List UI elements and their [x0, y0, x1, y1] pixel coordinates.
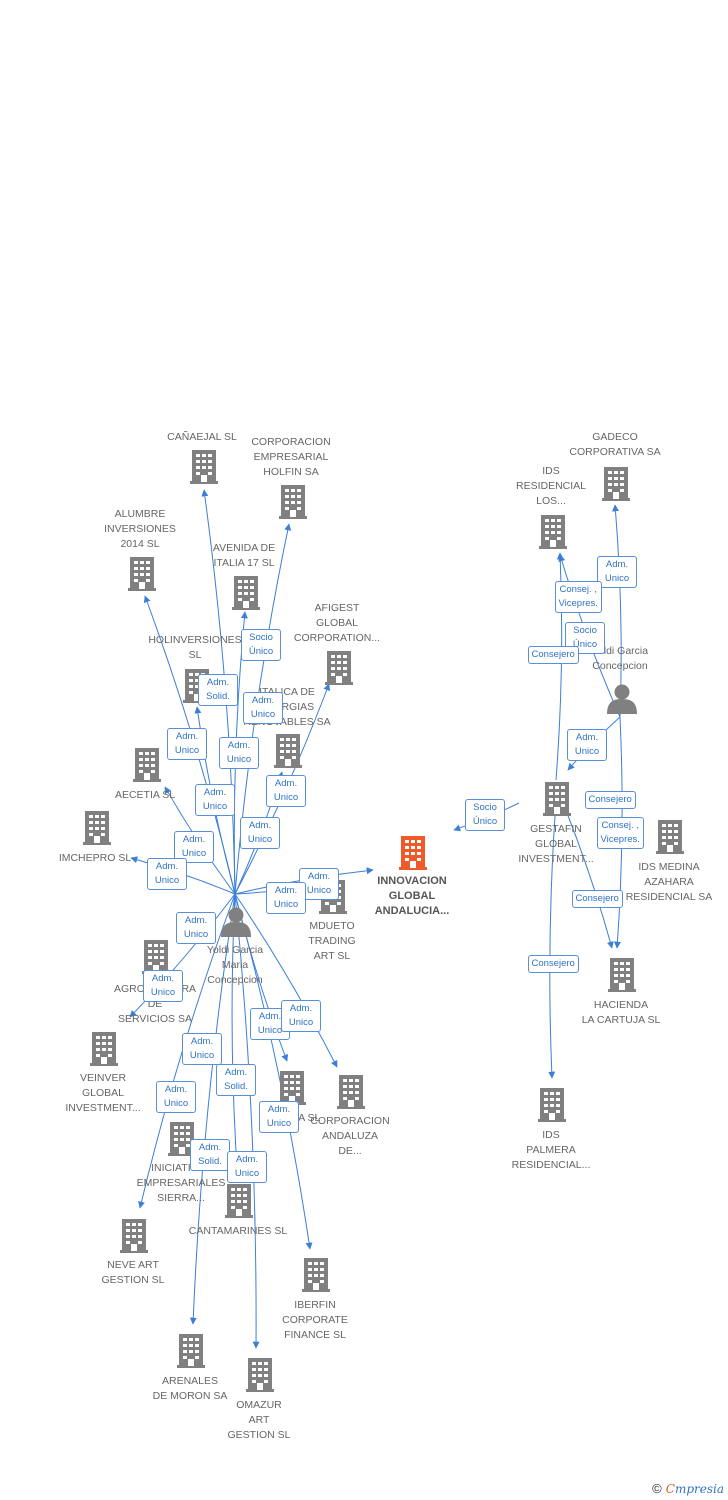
node-label-gadeco[interactable]: GADECO CORPORATIVA SA: [569, 431, 661, 458]
building-icon-gadeco[interactable]: [602, 467, 630, 501]
node-label-holinv[interactable]: HOLINVERSIONES SL: [148, 634, 242, 661]
role-badge-16: Adm. Unico: [182, 1033, 222, 1065]
role-badge-26: Consejero: [527, 646, 579, 664]
building-icon-italica[interactable]: [274, 734, 302, 768]
building-icon-hacienda[interactable]: [608, 958, 636, 992]
role-badge-11: Adm. Unico: [266, 882, 306, 914]
building-icon-arenales[interactable]: [177, 1334, 205, 1368]
copyright-symbol: ©: [652, 1481, 662, 1496]
node-label-alumbre[interactable]: ALUMBRE INVERSIONES 2014 SL: [104, 508, 176, 550]
building-icon-idspalmera[interactable]: [538, 1088, 566, 1122]
role-badge-28: Consejero: [584, 791, 636, 809]
node-label-mdueto[interactable]: MDUETO TRADING ART SL: [308, 920, 356, 962]
building-icon-neve[interactable]: [120, 1219, 148, 1253]
node-label-gestafin[interactable]: GESTAFIN GLOBAL INVESTMENT...: [518, 823, 594, 865]
role-badge-19: Adm. Unico: [259, 1101, 299, 1133]
role-badge-22: Socio Único: [465, 799, 505, 831]
building-icon-iberfin[interactable]: [302, 1258, 330, 1292]
role-badge-27: Adm. Unico: [567, 729, 607, 761]
role-badge-20: Adm. Solid.: [190, 1139, 230, 1171]
role-badge-17: Adm. Unico: [156, 1081, 196, 1113]
edge-yoldi1-agro: [129, 893, 236, 1018]
role-badge-9: Adm. Unico: [147, 858, 187, 890]
edge-yoldi1-corpand: [234, 893, 338, 1068]
building-icon-corpand[interactable]: [337, 1075, 365, 1109]
building-icon-alumbre[interactable]: [128, 557, 156, 591]
node-label-cantamarines[interactable]: CANTAMARINES SL: [188, 1225, 288, 1237]
role-badge-15: Adm. Unico: [281, 1000, 321, 1032]
role-badge-6: Adm. Unico: [266, 775, 306, 807]
role-badge-8: Adm. Unico: [174, 831, 214, 863]
building-icon-idsmedina[interactable]: [656, 820, 684, 854]
building-icon-tosaga[interactable]: [278, 1071, 306, 1105]
building-icon-agro[interactable]: [142, 940, 170, 974]
building-icon-innovacion[interactable]: [399, 836, 427, 870]
role-badge-24: Consej. , Vicepres.: [554, 581, 602, 613]
brand-name: mpresia: [674, 1482, 724, 1496]
role-badge-23: Adm. Unico: [597, 556, 637, 588]
building-icon-imchepro[interactable]: [83, 811, 111, 845]
node-label-iberfin[interactable]: IBERFIN CORPORATE FINANCE SL: [282, 1299, 348, 1341]
role-badge-12: Adm. Unico: [176, 912, 216, 944]
node-label-hacienda[interactable]: HACIENDA LA CARTUJA SL: [581, 999, 661, 1026]
building-icon-aecetia[interactable]: [133, 748, 161, 782]
node-label-innovacion[interactable]: INNOVACION GLOBAL ANDALUCIA...: [374, 875, 450, 917]
building-icon-afigest[interactable]: [325, 651, 353, 685]
role-badge-2: Adm. Unico: [243, 692, 283, 724]
node-label-omazur[interactable]: OMAZUR ART GESTION SL: [227, 1399, 291, 1441]
node-label-idsres[interactable]: IDS RESIDENCIAL LOS...: [515, 465, 587, 507]
node-label-aecetia[interactable]: AECETIA SL: [114, 789, 176, 801]
building-icon-gestafin[interactable]: [543, 782, 571, 816]
node-label-veinver[interactable]: VEINVER GLOBAL INVESTMENT...: [65, 1072, 141, 1114]
role-badge-31: Consejero: [527, 955, 579, 973]
role-badge-7: Adm. Unico: [240, 817, 280, 849]
role-badge-29: Consej. , Vicepres.: [596, 817, 644, 849]
node-label-yoldi1[interactable]: Yoldi Garcia Maria Concepcion: [206, 944, 264, 986]
role-badge-4: Adm. Unico: [219, 737, 259, 769]
role-badge-5: Adm. Unico: [195, 784, 235, 816]
node-label-afigest[interactable]: AFIGEST GLOBAL CORPORATION...: [293, 602, 381, 644]
role-badge-21: Adm. Unico: [227, 1151, 267, 1183]
node-label-imchepro[interactable]: IMCHEPRO SL: [58, 852, 132, 864]
empresia-watermark[interactable]: ©Cmpresia: [652, 1481, 724, 1496]
edge-yoldi1-iberfin: [234, 893, 313, 1250]
role-badge-13: Adm. Unico: [143, 970, 183, 1002]
building-icon-veinver[interactable]: [90, 1032, 118, 1066]
edge-yoldi1-cantamarines: [231, 893, 242, 1183]
node-label-neve[interactable]: NEVE ART GESTION SL: [101, 1259, 165, 1286]
role-badge-1: Adm. Solid.: [198, 674, 238, 706]
node-label-corpand[interactable]: CORPORACION ANDALUZA DE...: [310, 1115, 390, 1157]
node-label-avenida[interactable]: AVENIDA DE ITALIA 17 SL: [212, 542, 276, 569]
node-label-holfin[interactable]: CORPORACION EMPRESARIAL HOLFIN SA: [251, 436, 331, 478]
role-badge-3: Adm. Unico: [167, 728, 207, 760]
building-icon-canaejal[interactable]: [190, 450, 218, 484]
node-label-idspalmera[interactable]: IDS PALMERA RESIDENCIAL...: [511, 1129, 591, 1171]
building-icon-holfin[interactable]: [279, 485, 307, 519]
edges-layer: [129, 489, 623, 1349]
node-label-canaejal[interactable]: CAÑAEJAL SL: [167, 431, 237, 443]
node-label-idsmedina[interactable]: IDS MEDINA AZAHARA RESIDENCIAL SA: [625, 861, 713, 903]
role-badge-30: Consejero: [571, 890, 623, 908]
role-badge-0: Socio Único: [241, 629, 281, 661]
building-icon-idsres[interactable]: [539, 515, 567, 549]
edge-yoldi1-arenales: [189, 893, 236, 1325]
building-icon-omazur[interactable]: [246, 1358, 274, 1392]
role-badge-18: Adm. Solid.: [216, 1064, 256, 1096]
node-label-arenales[interactable]: ARENALES DE MORON SA: [152, 1375, 228, 1402]
edge-gestafin-idspalmera: [548, 787, 558, 1079]
building-icon-avenida[interactable]: [232, 576, 260, 610]
person-icon-yoldi2[interactable]: [607, 684, 637, 715]
brand-initial: C: [665, 1482, 675, 1496]
edge-yoldi1-omazur: [234, 893, 260, 1349]
